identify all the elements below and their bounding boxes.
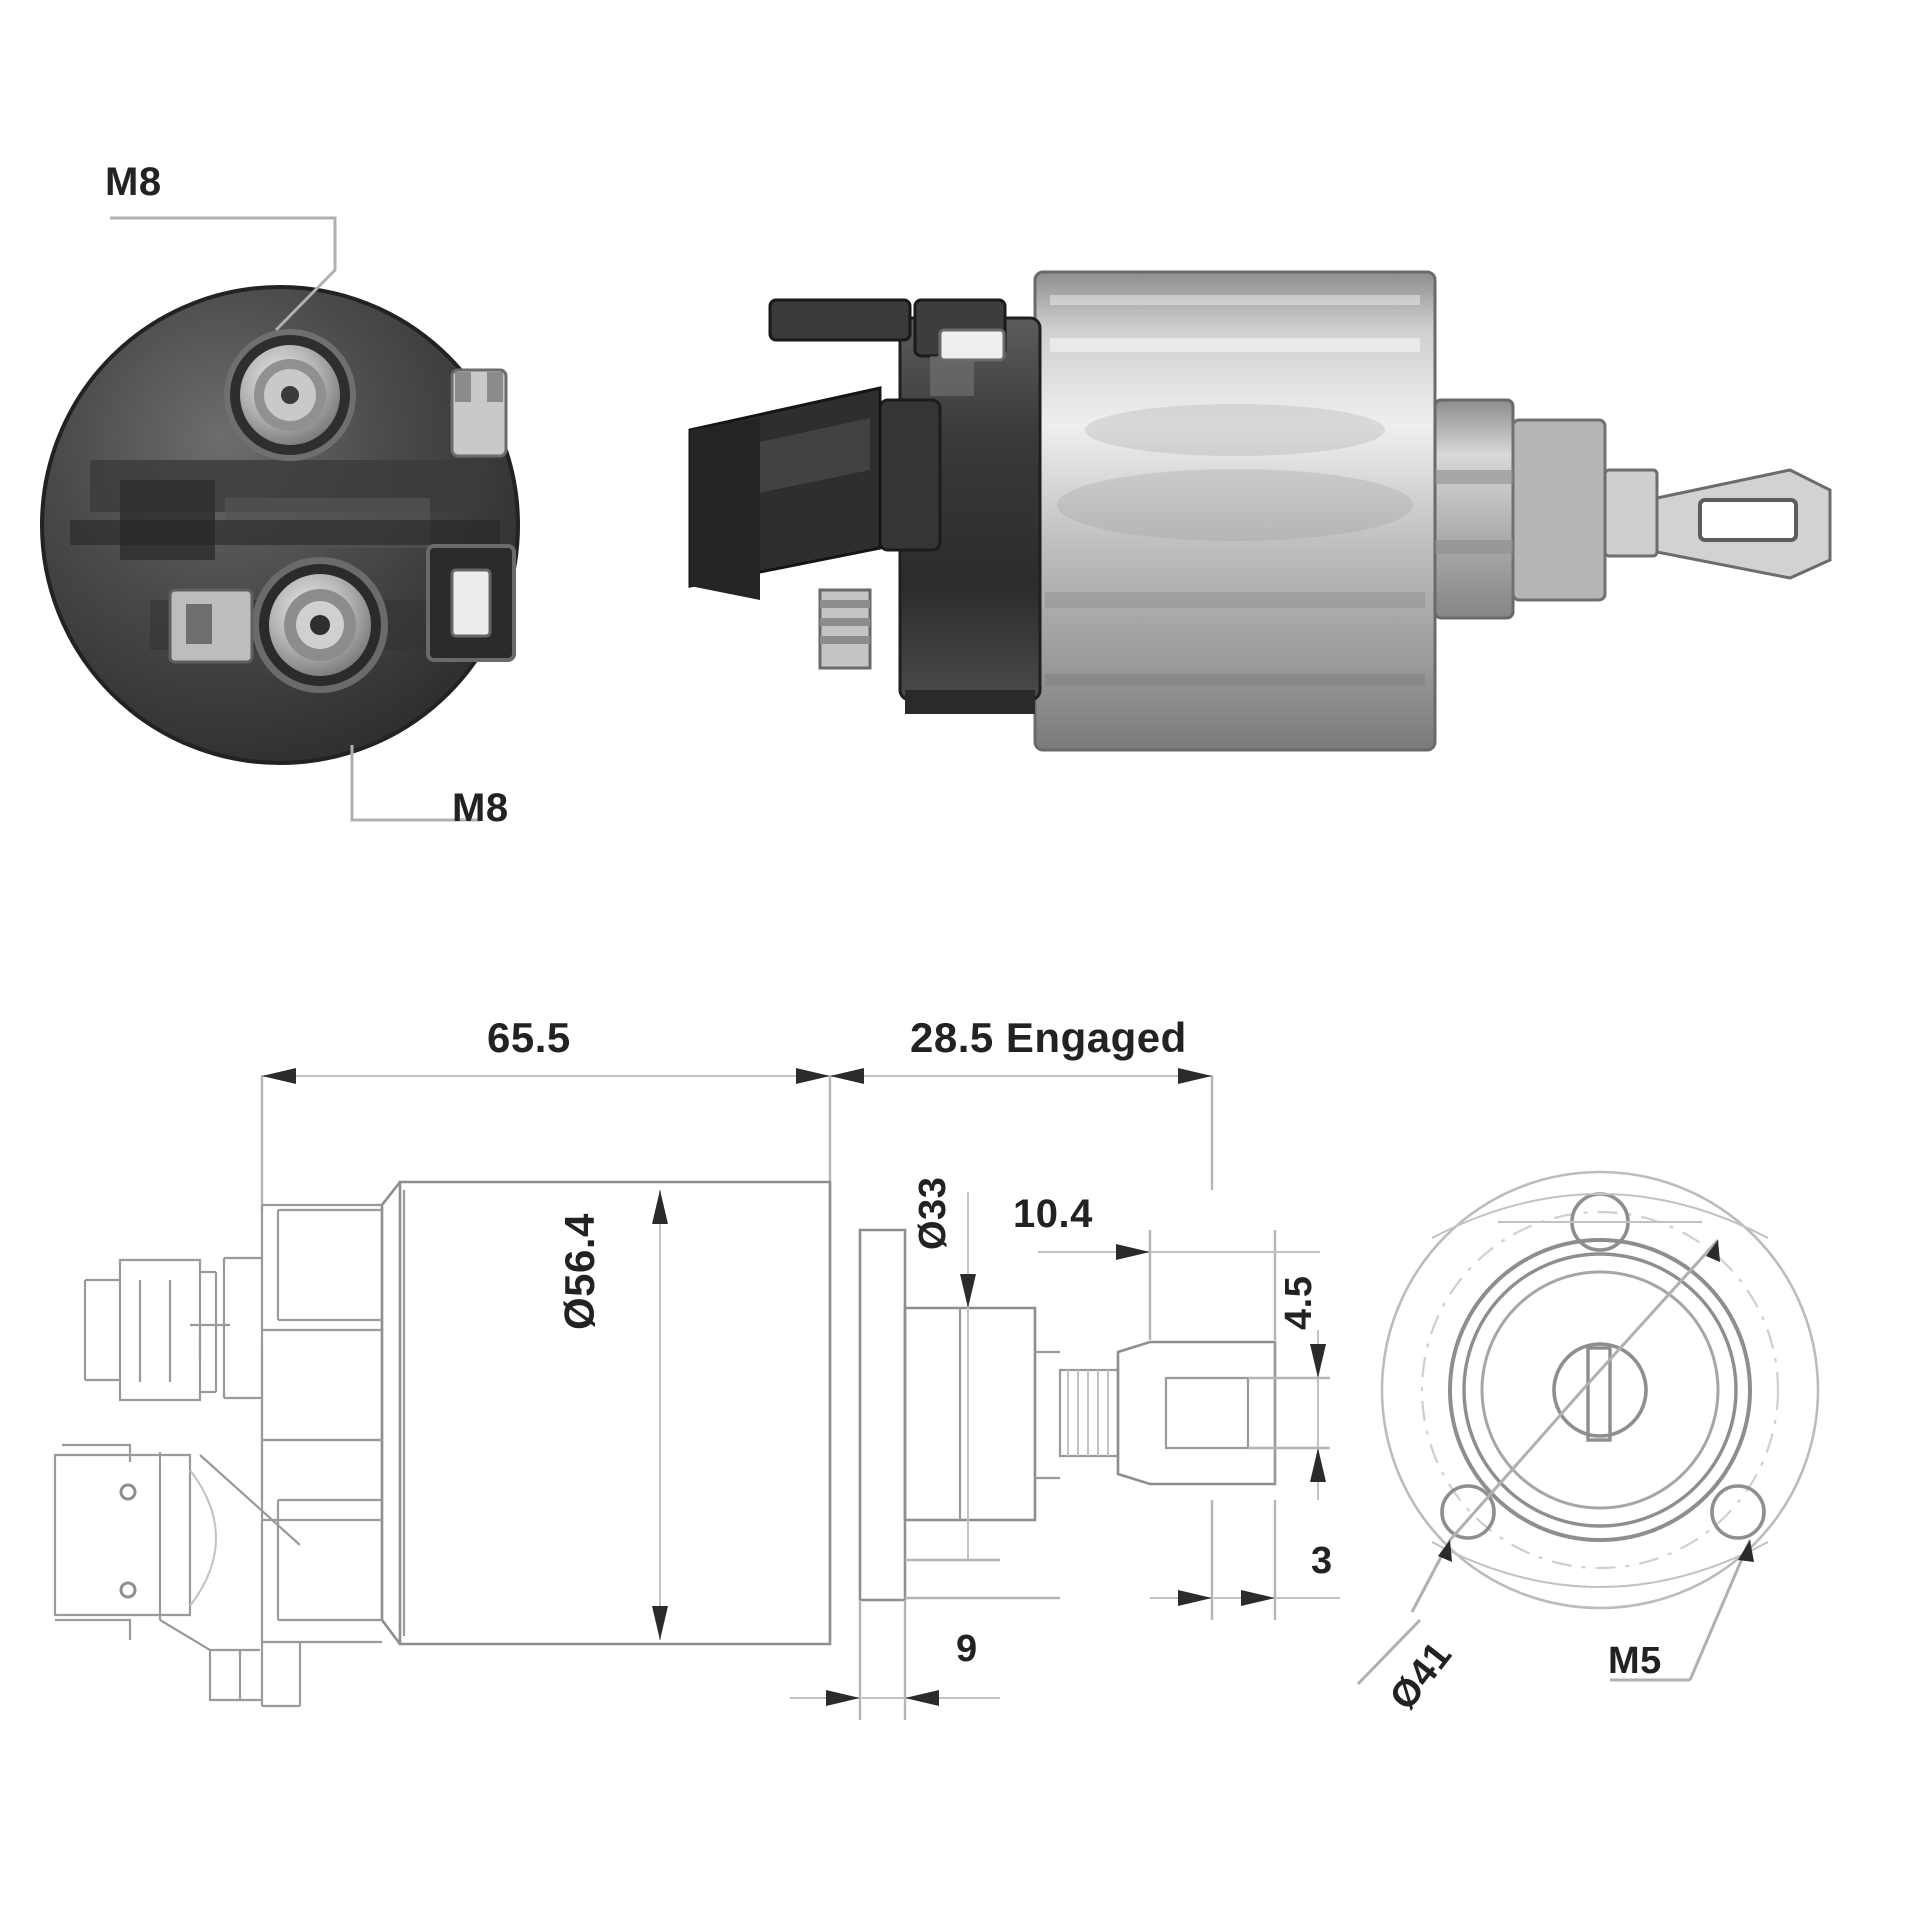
m8-upper-label: M8 bbox=[105, 160, 162, 204]
dim-label-65-5: 65.5 bbox=[487, 1014, 571, 1061]
terminal-stud-upper bbox=[224, 329, 356, 461]
solenoid-end-cap bbox=[688, 298, 1042, 714]
dim-plate-thickness bbox=[1150, 1500, 1340, 1620]
dim-label-dia-56-4: Ø56.4 bbox=[556, 1213, 603, 1330]
m8-lower-label: M8 bbox=[452, 786, 509, 830]
m5-thread-leader bbox=[1610, 1539, 1754, 1682]
dim-label-dia-33: Ø33 bbox=[912, 1176, 954, 1250]
mounting-flange-end-view-geometry bbox=[1380, 1170, 1820, 1610]
terminal-stud-lower bbox=[252, 557, 388, 693]
dim-label-10-4: 10.4 bbox=[1013, 1192, 1093, 1236]
terminal-clip-left bbox=[168, 588, 254, 664]
bolt-circle-leader bbox=[1356, 1238, 1720, 1686]
dim-label-9: 9 bbox=[956, 1628, 978, 1670]
dim-label-3: 3 bbox=[1311, 1540, 1333, 1582]
connector-window bbox=[426, 544, 516, 662]
m8-lower-leader bbox=[350, 745, 480, 822]
plug-connector-section bbox=[53, 1443, 302, 1708]
m8-upper-leader bbox=[110, 216, 337, 332]
m5-thread-label: M5 bbox=[1608, 1640, 1662, 1682]
dim-lever-thickness bbox=[1248, 1330, 1330, 1500]
plunger-nose bbox=[1433, 398, 1832, 620]
dim-collar-diameter bbox=[905, 1192, 1060, 1600]
terminal-nut-cluster bbox=[83, 1256, 262, 1402]
dim-lever-length bbox=[1038, 1230, 1320, 1340]
solenoid-can bbox=[1033, 270, 1437, 752]
section-view-plunger bbox=[858, 1228, 1277, 1602]
dim-flange-width bbox=[790, 1600, 1000, 1720]
dim-label-28-5-engaged: 28.5 Engaged bbox=[910, 1014, 1187, 1061]
section-view-body bbox=[199, 1180, 832, 1646]
dim-label-4-5: 4.5 bbox=[1278, 1275, 1320, 1330]
dim-body-diameter bbox=[652, 1190, 668, 1640]
control-terminal-blade bbox=[450, 368, 508, 458]
